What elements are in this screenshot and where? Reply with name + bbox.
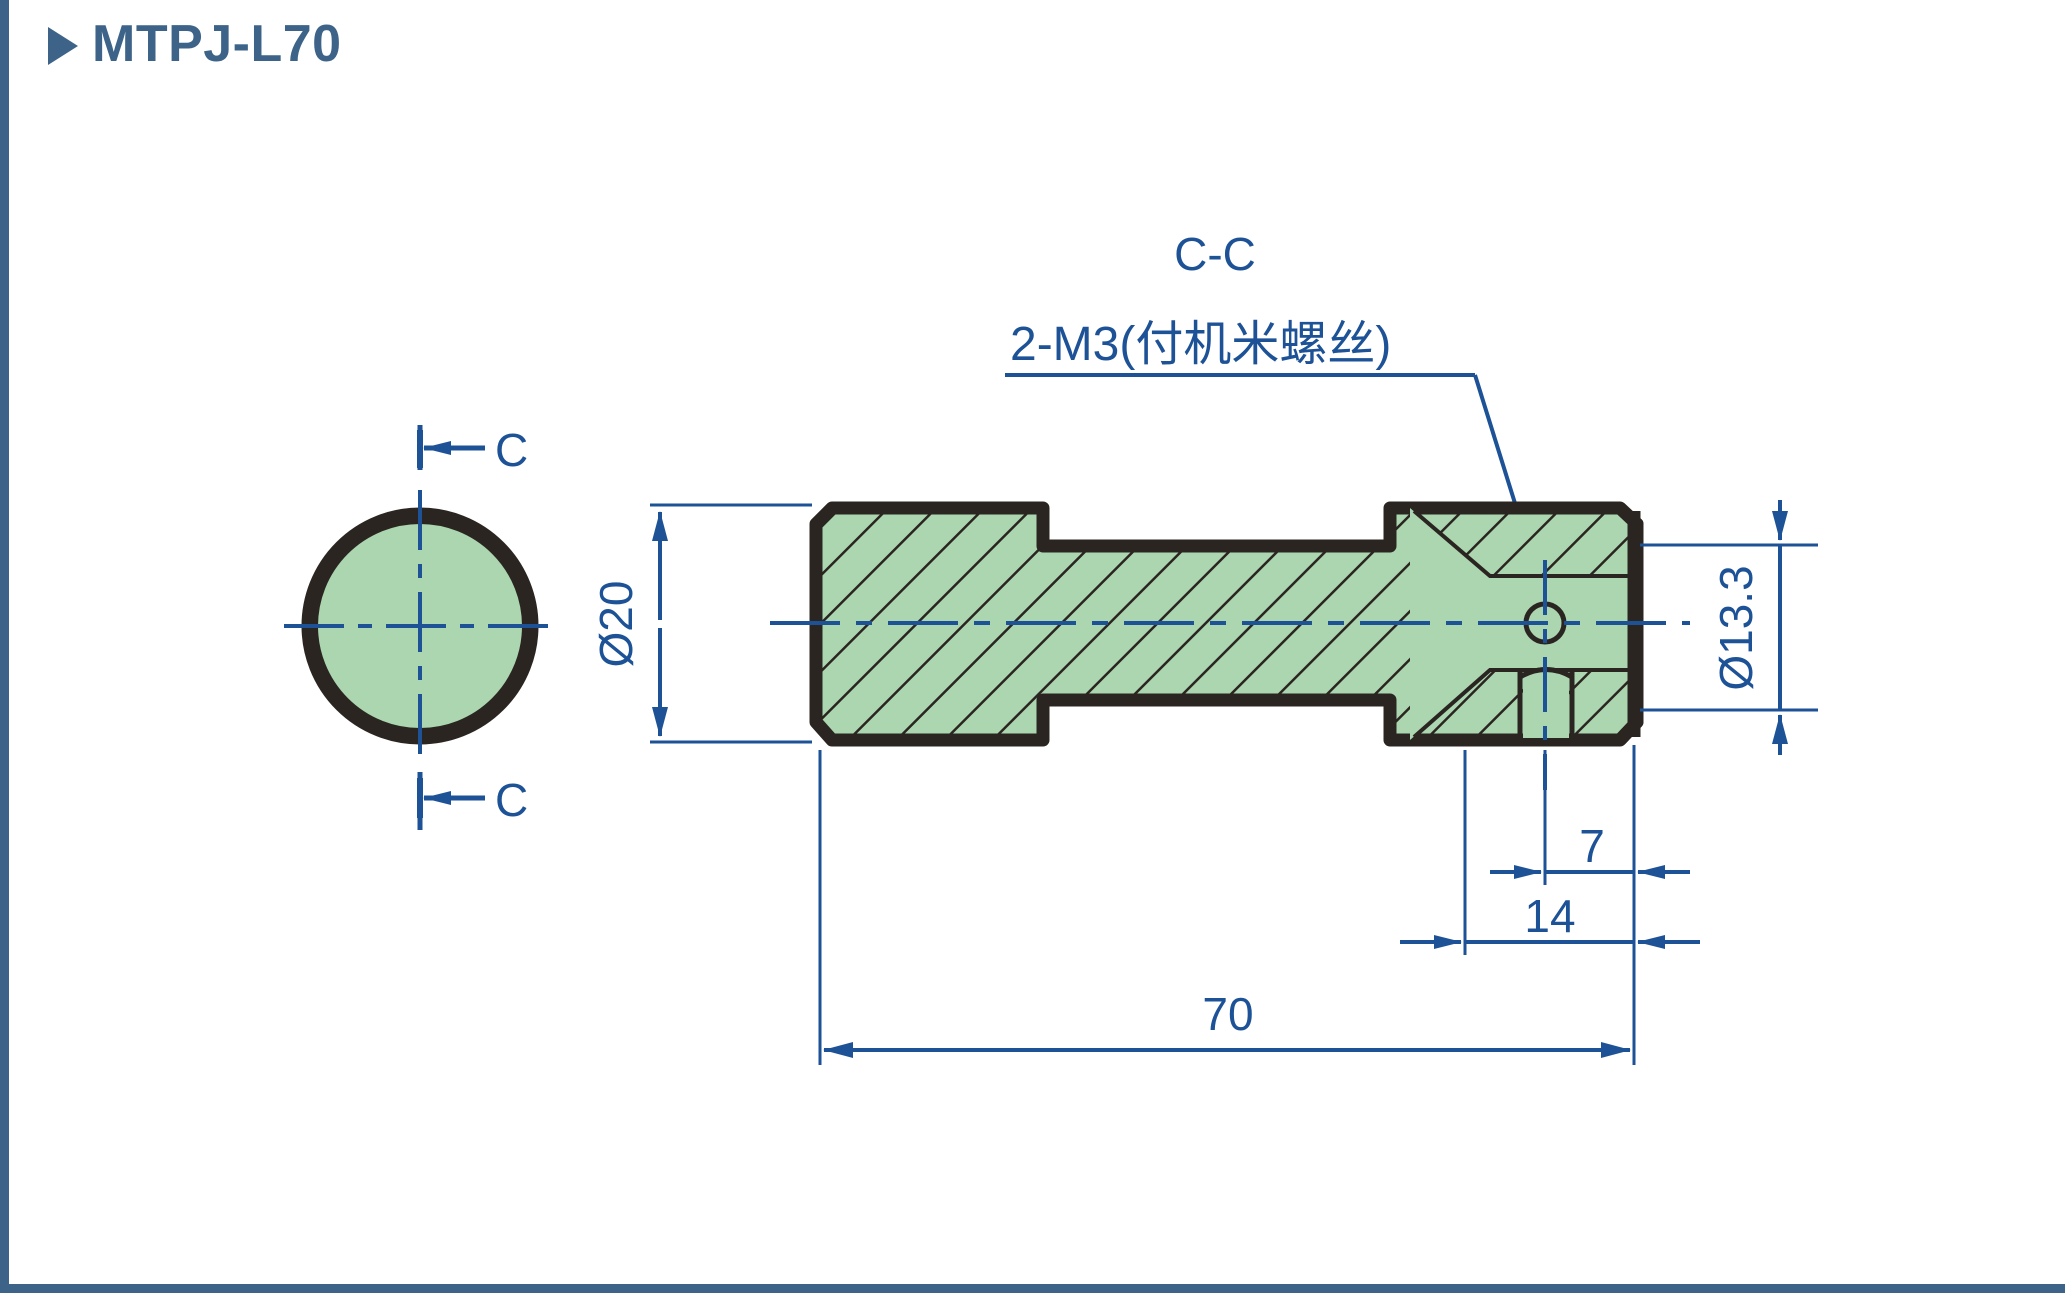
- page-title: MTPJ-L70: [92, 15, 342, 73]
- page-frame-left-bar: [0, 0, 9, 1293]
- dimension-hole-offset: 7: [1490, 745, 1690, 885]
- dimension-bore-depth: 14: [1400, 750, 1700, 955]
- dimension-bore-diameter-label: Ø13.3: [1710, 565, 1762, 690]
- note-label: 2-M3(付机米螺丝): [1010, 318, 1391, 371]
- section-mark-c-top: C: [417, 424, 528, 476]
- page-frame-bottom-bar: [0, 1284, 2065, 1293]
- dimension-outer-diameter-label: Ø20: [590, 581, 642, 668]
- dimension-overall-length-label: 70: [1202, 988, 1253, 1040]
- dimension-bore-depth-label: 14: [1524, 890, 1575, 942]
- triangle-right-icon: [48, 27, 78, 65]
- page-title-block: MTPJ-L70: [48, 18, 342, 70]
- part-cross-section: [770, 501, 1690, 790]
- end-view-circle: [284, 490, 556, 762]
- section-mark-label-top: C: [495, 424, 528, 476]
- section-mark-label-bottom: C: [495, 774, 528, 826]
- dimension-hole-offset-label: 7: [1579, 820, 1605, 872]
- dimension-bore-diameter: Ø13.3: [1640, 500, 1818, 755]
- dimension-overall-length: 70: [818, 750, 1636, 1065]
- section-mark-c-bottom: C: [417, 774, 528, 826]
- note-annotation: 2-M3(付机米螺丝): [1005, 318, 1554, 624]
- dimension-outer-diameter: Ø20: [590, 503, 812, 744]
- section-view-title: C-C: [1174, 228, 1256, 280]
